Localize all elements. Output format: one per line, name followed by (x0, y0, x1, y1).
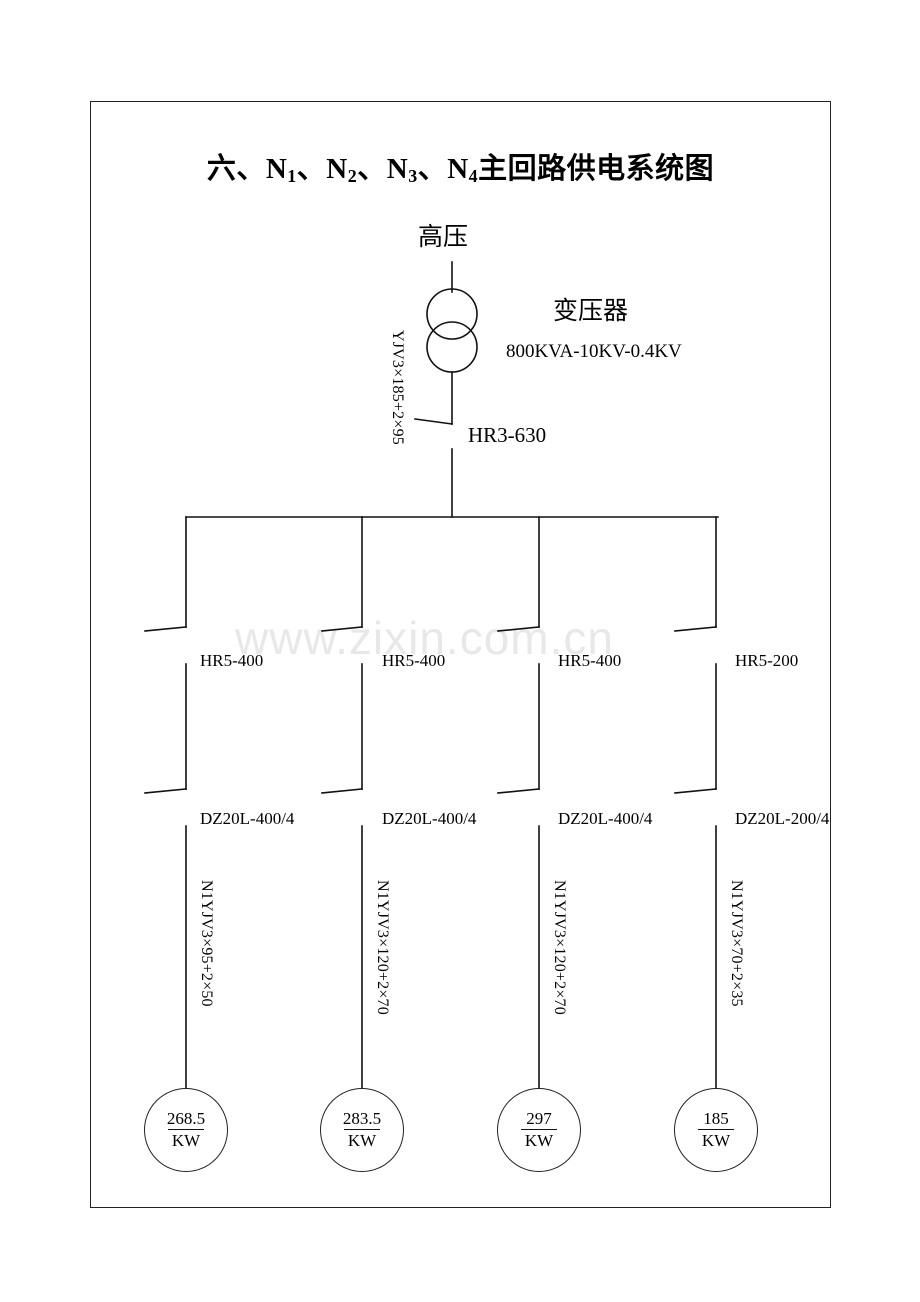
branch-4-breaker-label: DZ20L-200/4 (735, 809, 830, 828)
branch-2-load-value: 283.5 (342, 1109, 382, 1129)
branch-2-load-fraction: 283.5 KW (339, 1110, 385, 1150)
branch-1-load-symbol: 268.5 KW (144, 1088, 228, 1172)
transformer-name-label: 变压器 (553, 296, 629, 325)
drawing-frame-border (90, 101, 831, 1208)
branch-3-breaker-label: DZ20L-400/4 (558, 809, 653, 828)
branch-2-load-symbol: 283.5 KW (320, 1088, 404, 1172)
branch-1-cable-label: N1YJV3×95+2×50 (198, 880, 215, 1007)
branch-3-load-symbol: 297 KW (497, 1088, 581, 1172)
branch-1-load-value: 268.5 (166, 1109, 206, 1129)
title-sep-1: 、 (296, 151, 327, 185)
title-suffix: 主回路供电系统图 (478, 151, 715, 185)
branch-1-breaker-label: DZ20L-400/4 (200, 809, 295, 828)
branch-4-load-symbol: 185 KW (674, 1088, 758, 1172)
branch-3-switch-label: HR5-400 (558, 651, 622, 670)
title-sep-3: 、 (417, 151, 448, 185)
title-sep-2: 、 (357, 151, 387, 185)
title-prefix: 六、 (206, 153, 266, 185)
branch-1-switch-label: HR5-400 (200, 651, 264, 670)
branch-3-cable-label: N1YJV3×120+2×70 (551, 880, 568, 1015)
branch-3-load-fraction: 297 KW (520, 1109, 558, 1150)
title-node-3: N3 (386, 153, 418, 186)
hv-source-label: 高压 (418, 222, 469, 251)
branch-4-load-value: 185 (703, 1109, 729, 1129)
main-switch-label: HR3-630 (468, 423, 547, 447)
branch-4-cable-label: N1YJV3×70+2×35 (728, 880, 745, 1007)
main-cable-label: YJV3×185+2×95 (389, 330, 406, 446)
branch-1-load-unit: KW (167, 1129, 205, 1150)
page-title: 六、N1、N2、N3、N4主回路供电系统图 (90, 145, 831, 187)
title-node-4: N4 (447, 153, 479, 186)
branch-2-breaker-label: DZ20L-400/4 (382, 809, 477, 828)
transformer-spec-label: 800KVA-10KV-0.4KV (506, 341, 682, 362)
branch-4-switch-label: HR5-200 (735, 651, 799, 670)
branch-4-load-unit: KW (697, 1129, 735, 1150)
branch-2-cable-label: N1YJV3×120+2×70 (374, 880, 391, 1015)
branch-1-load-fraction: 268.5 KW (163, 1110, 209, 1150)
branch-2-load-unit: KW (343, 1129, 381, 1150)
branch-2-switch-label: HR5-400 (382, 651, 446, 670)
branch-3-load-unit: KW (520, 1129, 558, 1150)
title-node-2: N2 (326, 153, 358, 186)
branch-3-load-value: 297 (526, 1109, 552, 1129)
title-node-1: N1 (265, 153, 297, 186)
branch-4-load-fraction: 185 KW (697, 1109, 735, 1150)
